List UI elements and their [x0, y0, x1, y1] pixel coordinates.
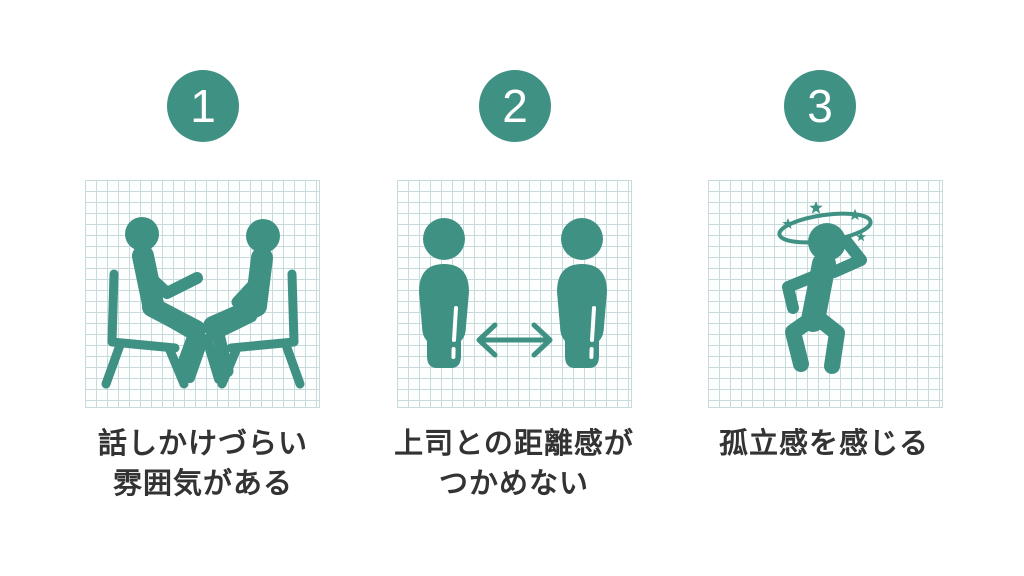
step-1-number-badge: 1 — [167, 70, 239, 142]
step-1-caption-line2: 雰囲気がある — [112, 468, 293, 500]
dizziness-ring-icon — [777, 201, 873, 245]
step-3-caption-line1: 孤立感を感じる — [718, 428, 929, 460]
right-seated-person — [202, 219, 305, 389]
double-arrow-icon — [476, 322, 553, 358]
step-1-grid-panel — [85, 180, 320, 408]
step-1-number: 1 — [190, 80, 216, 132]
right-standing-person — [557, 218, 607, 368]
staggering-person — [782, 223, 867, 374]
dizzy-person-icon — [777, 201, 873, 374]
left-seated-person — [101, 217, 208, 389]
step-2-caption-line1: 上司との距離感が — [394, 428, 634, 460]
step-3-number-badge: 3 — [784, 70, 856, 142]
step-2-caption-line2: つかめない — [438, 468, 589, 500]
left-standing-person — [419, 218, 469, 368]
step-3-number: 3 — [807, 80, 833, 132]
step-2-number-badge: 2 — [479, 70, 551, 142]
seated-conversation-icon — [101, 217, 305, 389]
step-3-grid-panel — [708, 180, 943, 408]
step-2-grid-panel — [397, 180, 632, 408]
step-3-caption: 孤立感を感じる — [659, 424, 989, 464]
step-2-number: 2 — [502, 80, 528, 132]
step-1-caption: 話しかけづらい 雰囲気がある — [38, 424, 368, 504]
distance-between-people-icon — [419, 218, 607, 368]
step-2-caption: 上司との距離感が つかめない — [349, 424, 679, 504]
step-1-caption-line1: 話しかけづらい — [97, 428, 308, 460]
